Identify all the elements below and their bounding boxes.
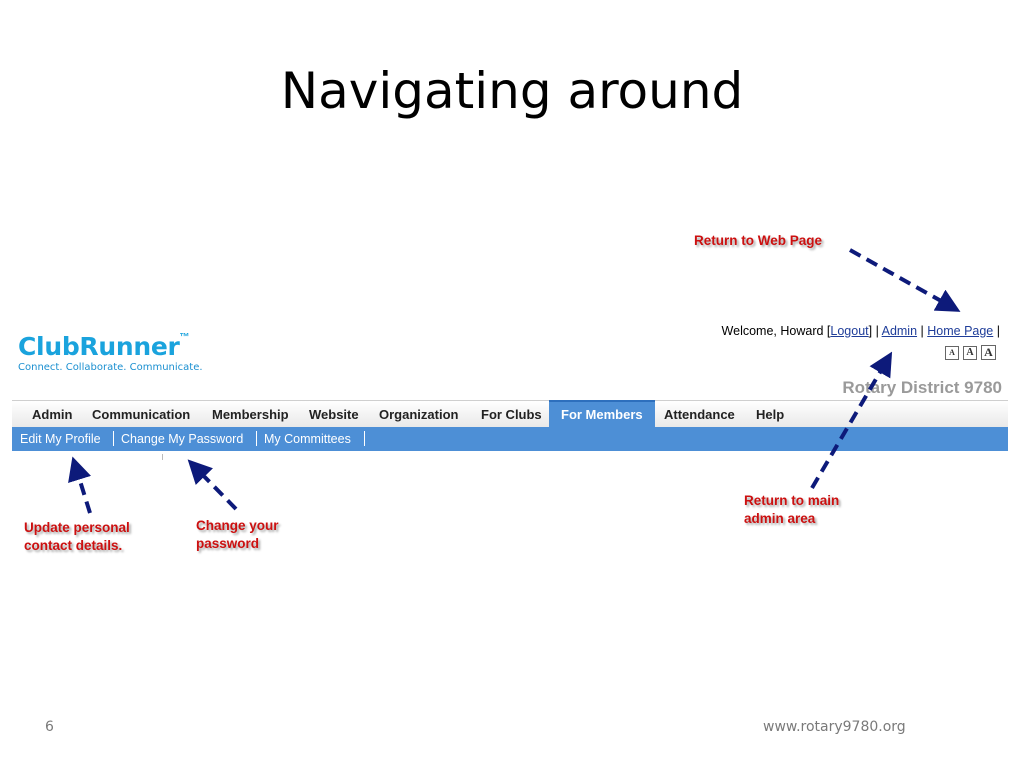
submenu-divider	[256, 431, 257, 446]
text-size-small-button[interactable]: A	[945, 346, 959, 360]
logo-text: ClubRunner	[18, 332, 180, 361]
submenu-divider	[364, 431, 365, 446]
welcome-separator: ] |	[868, 324, 882, 338]
welcome-separator: |	[993, 324, 1000, 338]
logo-trademark: ™	[179, 332, 190, 343]
menu-item-for-clubs[interactable]: For Clubs	[481, 407, 542, 422]
callout-return-web-page-text: Return to Web Page	[694, 233, 823, 248]
callout-change-line2: password	[196, 536, 260, 551]
text-size-medium-button[interactable]: A	[963, 346, 977, 360]
submenu-my-committees[interactable]: My Committees	[264, 432, 351, 446]
welcome-bar: Welcome, Howard [Logout] | Admin | Home …	[722, 324, 1000, 338]
arrow-to-change-password	[187, 459, 238, 511]
callout-change-password: Change your password	[196, 517, 279, 553]
callout-change-line1: Change your	[196, 518, 279, 533]
slide-title: Navigating around	[280, 62, 744, 120]
callout-update-line1: Update personal	[24, 520, 130, 535]
clubrunner-logo: ClubRunner™ Connect. Collaborate. Commun…	[18, 332, 203, 373]
menu-item-communication[interactable]: Communication	[92, 407, 191, 422]
menu-item-admin[interactable]: Admin	[32, 407, 73, 422]
district-name: Rotary District 9780	[842, 378, 1002, 397]
callout-update-line2: contact details.	[24, 538, 123, 553]
callout-return-admin-line1: Return to main	[744, 493, 840, 508]
submenu-edit-my-profile[interactable]: Edit My Profile	[20, 432, 101, 446]
welcome-separator: |	[917, 324, 928, 338]
logout-link[interactable]: Logout	[830, 324, 869, 338]
clubrunner-screenshot: ClubRunner™ Connect. Collaborate. Commun…	[12, 318, 1008, 460]
sub-menu: Edit My Profile Change My Password My Co…	[12, 427, 1008, 451]
submenu-change-my-password[interactable]: Change My Password	[121, 432, 244, 446]
callout-return-main-admin: Return to main admin area	[744, 492, 839, 528]
welcome-text: Welcome, Howard [	[721, 324, 831, 338]
arrow-to-home-page	[849, 248, 961, 312]
callout-update-details: Update personal contact details.	[24, 519, 130, 555]
slide-number: 6	[45, 719, 54, 735]
menu-item-help[interactable]: Help	[756, 407, 785, 422]
main-menu: Admin Communication Membership Website O…	[12, 400, 1008, 428]
menu-item-website[interactable]: Website	[309, 407, 359, 422]
menu-item-organization[interactable]: Organization	[379, 407, 459, 422]
menu-item-membership[interactable]: Membership	[212, 407, 289, 422]
menu-item-attendance[interactable]: Attendance	[664, 407, 735, 422]
admin-link[interactable]: Admin	[881, 324, 918, 338]
callout-return-admin-line2: admin area	[744, 511, 816, 526]
submenu-divider	[113, 431, 114, 446]
divider-tick	[162, 454, 163, 460]
footer-url: www.rotary9780.org	[763, 719, 906, 735]
callout-return-web-page: Return to Web Page	[694, 232, 822, 250]
menu-item-for-members[interactable]: For Members	[549, 400, 655, 428]
logo-tagline: Connect. Collaborate. Communicate.	[18, 362, 203, 373]
text-size-large-button[interactable]: A	[981, 345, 996, 360]
arrow-to-edit-profile	[68, 456, 92, 514]
home-page-link[interactable]: Home Page	[927, 324, 994, 338]
